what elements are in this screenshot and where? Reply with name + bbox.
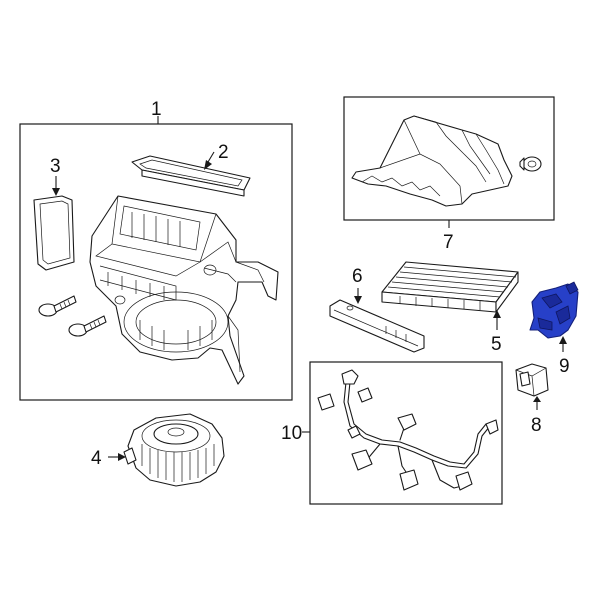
- group-box-1: [19, 123, 293, 401]
- part-10-wire-harness[interactable]: [317, 369, 499, 491]
- part-4-blower-motor[interactable]: [123, 413, 225, 487]
- screw-lower[interactable]: [68, 315, 107, 337]
- part-5-cabin-filter[interactable]: [381, 261, 519, 313]
- part-7-air-duct[interactable]: [351, 115, 513, 207]
- part-8-sensor[interactable]: [515, 363, 549, 397]
- part-6-filter-cover[interactable]: [329, 299, 425, 353]
- callout-9[interactable]: 9: [559, 356, 570, 377]
- callout-6[interactable]: 6: [352, 266, 363, 287]
- callout-8[interactable]: 8: [531, 415, 542, 436]
- callout-3[interactable]: 3: [50, 156, 61, 177]
- group-box-10: [309, 361, 503, 505]
- callout-4[interactable]: 4: [91, 448, 102, 469]
- hvac-housing[interactable]: [89, 195, 279, 385]
- callout-5[interactable]: 5: [491, 334, 502, 355]
- callout-1[interactable]: 1: [151, 99, 162, 120]
- callout-10[interactable]: 10: [281, 423, 302, 444]
- part-3-seal[interactable]: [33, 195, 75, 271]
- part-9-actuator[interactable]: [529, 281, 579, 339]
- callout-7[interactable]: 7: [443, 232, 454, 253]
- screw-upper[interactable]: [38, 295, 77, 317]
- part-2-filter-frame[interactable]: [131, 155, 251, 197]
- duct-clip[interactable]: [519, 156, 542, 172]
- callout-2[interactable]: 2: [218, 142, 229, 163]
